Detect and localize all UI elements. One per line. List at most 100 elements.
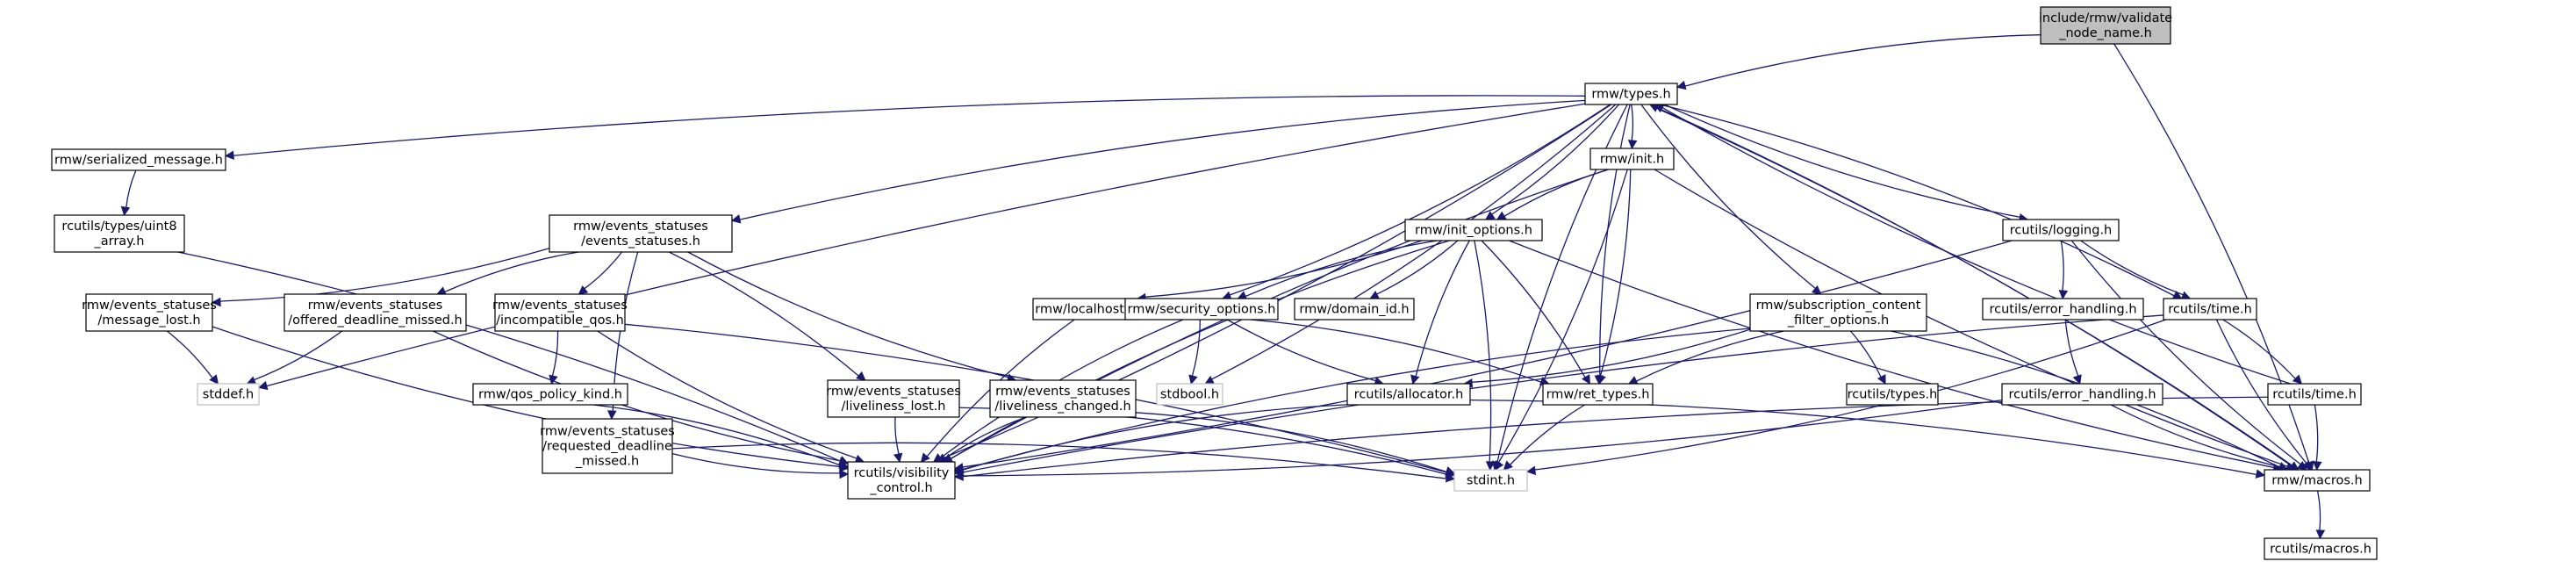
edge-macros_rmw-to-types: [1648, 104, 2300, 471]
edge-arrowhead: [2255, 469, 2266, 479]
edge-init_options-to-domain_id: [1369, 240, 1459, 299]
node-subscription-content-filter-options[interactable]: rmw/subscription_content_filter_options.…: [1749, 293, 1927, 332]
node-label: rmw/security_options.h: [1128, 303, 1276, 317]
node-label: rmw/macros.h: [2271, 474, 2362, 488]
node-time-rcutils[interactable]: rcutils/time.h: [2163, 298, 2257, 321]
edge-arrowhead: [1410, 374, 1420, 385]
node-allocator[interactable]: rcutils/allocator.h: [1346, 383, 1471, 406]
edge-arrowhead: [2058, 290, 2069, 300]
node-label: /events_statuses.h: [581, 234, 700, 248]
node-label: /message_lost.h: [97, 313, 200, 328]
edge-arrowhead: [1485, 461, 1496, 472]
node-label: _missed.h: [575, 455, 639, 469]
node-label: rmw/events_statuses: [573, 220, 708, 234]
node-localhost[interactable]: rmw/localhost.h: [1032, 298, 1139, 321]
node-security-options[interactable]: rmw/security_options.h: [1124, 298, 1279, 321]
node-qos-policy-kind[interactable]: rmw/qos_policy_kind.h: [472, 383, 628, 406]
node-box: [549, 214, 733, 253]
edge-time_rcutils-to-stdint: [1525, 319, 2166, 476]
node-error-handling-b[interactable]: rcutils/error_handling.h: [2001, 383, 2163, 406]
node-box: [1346, 383, 1471, 406]
edge-serialized_message-to-uint8_array: [120, 169, 137, 217]
node-label: include/rmw/validate: [2039, 11, 2172, 25]
edge-arrowhead: [2292, 374, 2303, 385]
node-macros-rmw[interactable]: rmw/macros.h: [2264, 469, 2371, 492]
node-label: rcutils/logging.h: [2010, 224, 2113, 238]
edge-line: [739, 99, 1586, 220]
edge-arrowhead: [120, 205, 131, 217]
node-liveliness-lost[interactable]: rmw/events_statuses/liveliness_lost.h: [826, 379, 961, 418]
node-macros-rcutils[interactable]: rcutils/macros.h: [2264, 537, 2378, 560]
node-requested-deadline-missed[interactable]: rmw/events_statuses/requested_deadline_m…: [540, 418, 675, 474]
node-box: [2267, 383, 2362, 406]
node-message-lost[interactable]: rmw/events_statuses/message_lost.h: [82, 293, 217, 332]
node-serialized-message[interactable]: rmw/serialized_message.h: [51, 148, 226, 171]
node-types[interactable]: rmw/types.h: [1584, 83, 1678, 105]
node-domain-id[interactable]: rmw/domain_id.h: [1294, 298, 1415, 321]
node-box: [989, 379, 1137, 418]
edge-line: [1640, 104, 1816, 289]
edge-line: [1631, 104, 1634, 141]
edge-requested_deadline_missed-to-visibility_control: [671, 452, 850, 479]
edge-arrowhead: [1496, 211, 1507, 220]
node-box: [1404, 219, 1543, 241]
edge-line: [1135, 412, 1447, 473]
node-uint8-array[interactable]: rcutils/types/uint8_array.h: [54, 214, 185, 253]
node-box: [472, 383, 628, 406]
node-box: [827, 379, 960, 418]
edge-arrowhead: [209, 374, 219, 385]
edge-arrowhead: [211, 297, 221, 307]
edge-types-to-init: [1627, 104, 1638, 150]
edge-liveliness_lost-to-visibility_control: [893, 416, 903, 464]
edge-line: [1849, 330, 1882, 378]
node-init-options[interactable]: rmw/init_options.h: [1404, 219, 1543, 241]
node-incompatible-qos[interactable]: rmw/events_statuses/incompatible_qos.h: [492, 293, 628, 332]
node-events-statuses[interactable]: rmw/events_statuses/events_statuses.h: [549, 214, 733, 253]
edge-arrowhead: [606, 410, 617, 421]
node-time-rmw[interactable]: rcutils/time.h: [2267, 383, 2362, 406]
edge-types-to-macros_rmw: [1649, 104, 2300, 471]
edge-line: [1656, 107, 2300, 471]
node-liveliness-changed[interactable]: rmw/events_statuses/liveliness_changed.h: [989, 379, 1137, 418]
edge-arrowhead: [1525, 465, 1537, 476]
node-ret-types[interactable]: rmw/ret_types.h: [1542, 383, 1654, 406]
node-label: rmw/events_statuses: [995, 385, 1130, 399]
node-label: rmw/types.h: [1591, 88, 1670, 102]
edge-events_statuses-to-liveliness_changed: [687, 251, 1017, 383]
node-logging[interactable]: rcutils/logging.h: [2002, 219, 2120, 241]
node-init[interactable]: rmw/init.h: [1589, 148, 1675, 170]
node-label: rmw/events_statuses: [82, 299, 217, 313]
node-stdint: stdint.h: [1453, 469, 1528, 492]
edge-types-to-serialized_message: [224, 95, 1586, 161]
node-error-handling-a[interactable]: rcutils/error_handling.h: [1982, 298, 2144, 321]
node-types-rcutils[interactable]: rcutils/types.h: [1846, 383, 1939, 406]
graph-nodes: include/rmw/validate_node_name.hrmw/type…: [51, 6, 2378, 560]
node-label: /liveliness_changed.h: [994, 400, 1130, 414]
node-visibility-control[interactable]: rcutils/visibility_control.h: [847, 461, 956, 500]
node-box: [2264, 537, 2378, 560]
edge-types-to-events_statuses: [730, 99, 1586, 224]
edge-arrowhead: [893, 452, 903, 464]
node-label: rmw/subscription_content: [1756, 299, 1921, 313]
node-box: [542, 418, 673, 474]
edge-arrowhead: [856, 371, 866, 381]
edge-arrowhead: [1503, 460, 1513, 471]
edge-line: [233, 95, 1586, 156]
graph-edges: [120, 34, 2326, 540]
node-label: rcutils/types.h: [1848, 388, 1938, 402]
node-box: [2163, 298, 2257, 321]
edge-arrowhead: [839, 469, 850, 479]
node-offered-deadline-missed[interactable]: rmw/events_statuses/offered_deadline_mis…: [283, 293, 467, 332]
edge-line: [1144, 240, 1423, 298]
edge-arrowhead: [953, 464, 965, 474]
edge-time_rmw-to-macros_rmw: [2313, 404, 2322, 472]
edge-line: [1684, 34, 2041, 87]
edge-line: [2064, 319, 2079, 377]
edge-arrowhead: [1648, 104, 1660, 112]
edge-message_lost-to-stddef: [166, 330, 219, 385]
node-box: [1453, 469, 1528, 492]
edge-line: [177, 251, 841, 462]
node-label: rcutils/error_handling.h: [1989, 303, 2136, 317]
edge-arrowhead: [549, 374, 558, 385]
edge-arrowhead: [1445, 466, 1456, 476]
